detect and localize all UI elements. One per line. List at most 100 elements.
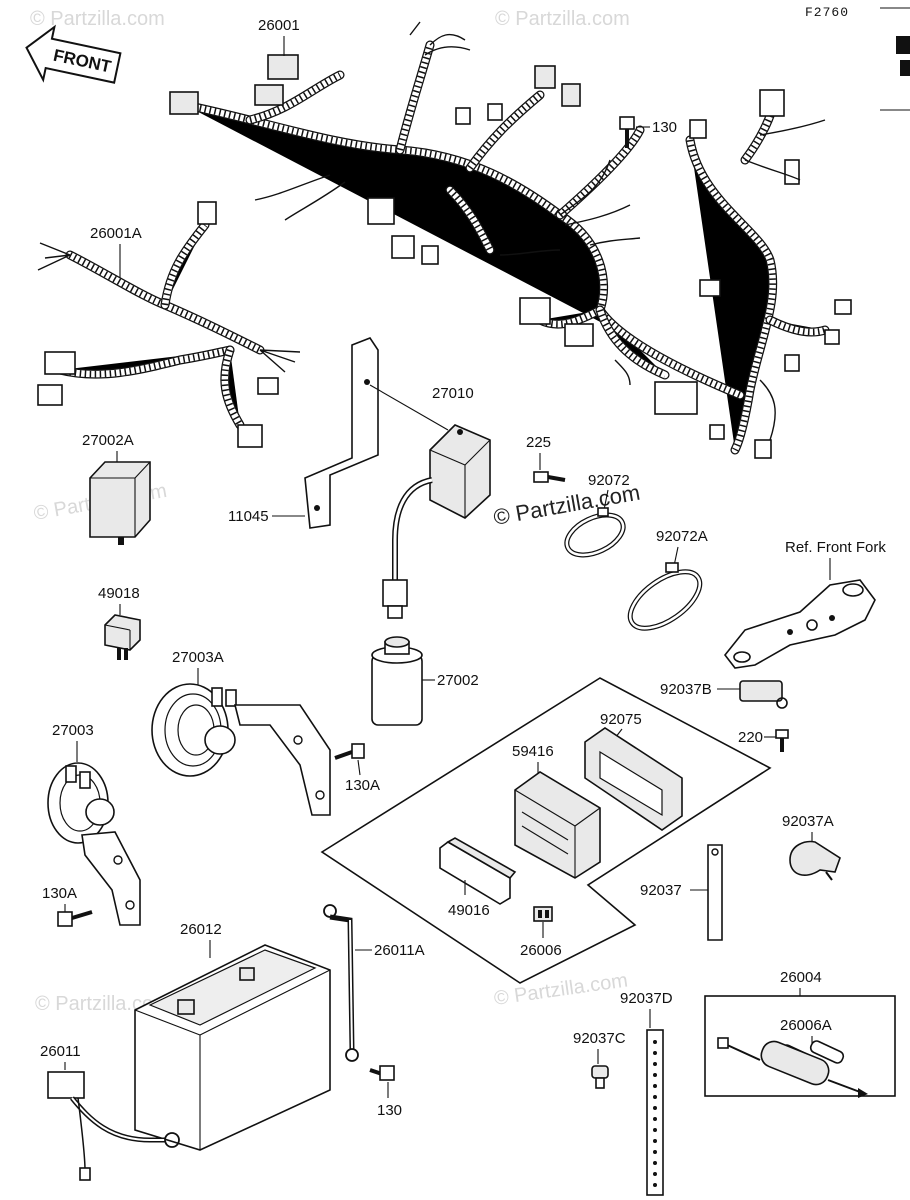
main-harness-connectors: [169, 54, 852, 459]
connector: [254, 84, 284, 106]
label-11045: 11045: [228, 508, 269, 525]
connector: [654, 381, 698, 415]
label-49016: 49016: [448, 902, 490, 919]
connector: [487, 103, 503, 121]
connector: [564, 323, 594, 347]
junction-box-59416: [514, 771, 601, 879]
connector: [37, 384, 63, 406]
label-92075: 92075: [600, 711, 642, 728]
bolt-220: [775, 729, 789, 752]
connector: [534, 65, 556, 89]
horn-27003A: [151, 683, 331, 816]
label-27010: 27010: [432, 385, 474, 402]
cable-26011A: [323, 904, 359, 1062]
label-130-bottom: 130: [377, 1102, 402, 1119]
connector: [421, 245, 439, 265]
label-27003: 27003: [52, 722, 94, 739]
connector: [455, 107, 471, 125]
connector: [391, 235, 415, 259]
connector: [709, 424, 725, 440]
sub-harness-render: [37, 201, 301, 448]
front-fork-bracket: [723, 579, 876, 669]
band-hole: [653, 1161, 657, 1165]
connector: [754, 439, 772, 459]
main-harness-wires: [254, 21, 826, 441]
battery-26012: [134, 944, 331, 1151]
label-26011A: 26011A: [374, 942, 425, 959]
band-92072: [564, 507, 626, 558]
fuse-kit-outline: [704, 995, 896, 1097]
bracket-11045: [304, 337, 379, 529]
connector: [699, 279, 721, 297]
label-26004: 26004: [780, 969, 822, 986]
watermark-bottom-right: © Partzilla.com: [493, 969, 630, 1010]
band-hole: [653, 1095, 657, 1099]
label-92072A: 92072A: [656, 528, 708, 545]
connector: [197, 201, 217, 225]
band-hole: [653, 1150, 657, 1154]
band-hole: [653, 1106, 657, 1110]
holder-92075: [584, 727, 683, 831]
label-92037C: 92037C: [573, 1030, 626, 1047]
connector: [44, 351, 76, 375]
bolt-225: [533, 471, 566, 483]
tie-band-92037D: [646, 1029, 664, 1196]
connector: [784, 354, 800, 372]
bolt-130A-right: [334, 743, 365, 760]
terminal-92037B: [739, 680, 788, 709]
battery-box-kit-outline: [320, 677, 772, 984]
label-225: 225: [526, 434, 551, 451]
relay-27002A: [89, 461, 151, 545]
fuse-holder-26004: [717, 1037, 868, 1098]
band-hole: [653, 1051, 657, 1055]
relay-49018: [104, 614, 141, 660]
label-26001A: 26001A: [90, 225, 142, 242]
band-hole: [653, 1062, 657, 1066]
bolt-130A-left: [57, 910, 93, 927]
band-hole: [653, 1073, 657, 1077]
watermark-top-right: © Partzilla.com: [495, 8, 630, 30]
connector: [824, 329, 840, 345]
band-hole: [653, 1183, 657, 1187]
band-hole: [653, 1139, 657, 1143]
connector: [267, 54, 299, 80]
ignitor-27010: [382, 424, 491, 619]
label-26012: 26012: [180, 921, 222, 938]
figure-code: F2760: [805, 5, 849, 20]
label-130A-right: 130A: [345, 777, 380, 794]
label-130-top: 130: [652, 119, 677, 136]
band-hole: [653, 1084, 657, 1088]
label-27003A: 27003A: [172, 649, 224, 666]
cut-off-glyph-2: [900, 60, 910, 76]
clip-92037C: [591, 1065, 609, 1089]
bolt-130-top: [619, 116, 635, 148]
leader-92072: [603, 489, 609, 511]
connector: [169, 91, 199, 115]
label-27002A: 27002A: [82, 432, 134, 449]
horn-27003: [47, 762, 141, 926]
connector: [834, 299, 852, 315]
label-26011: 26011: [40, 1043, 81, 1060]
label-92072: 92072: [588, 472, 630, 489]
label-130A-left: 130A: [42, 885, 77, 902]
band-hole: [653, 1172, 657, 1176]
band-hole: [653, 1128, 657, 1132]
band-92072A: [627, 562, 703, 631]
band-92037: [707, 844, 723, 941]
connector: [689, 119, 707, 139]
label-49018: 49018: [98, 585, 140, 602]
tie-band-92037D-holes: [653, 1040, 657, 1187]
label-ref-front-fork: Ref. Front Fork: [785, 539, 886, 556]
label-59416: 59416: [512, 743, 554, 760]
band-hole: [653, 1117, 657, 1121]
leader-27010: [369, 384, 449, 431]
fuse-26006: [533, 906, 553, 922]
band-hole: [653, 1040, 657, 1044]
bolt-head-icon: [619, 116, 635, 130]
connector: [759, 89, 785, 117]
bolt-130-bottom: [369, 1065, 395, 1081]
label-92037D: 92037D: [620, 990, 673, 1007]
connector: [257, 377, 279, 395]
label-26001: 26001: [258, 17, 300, 34]
